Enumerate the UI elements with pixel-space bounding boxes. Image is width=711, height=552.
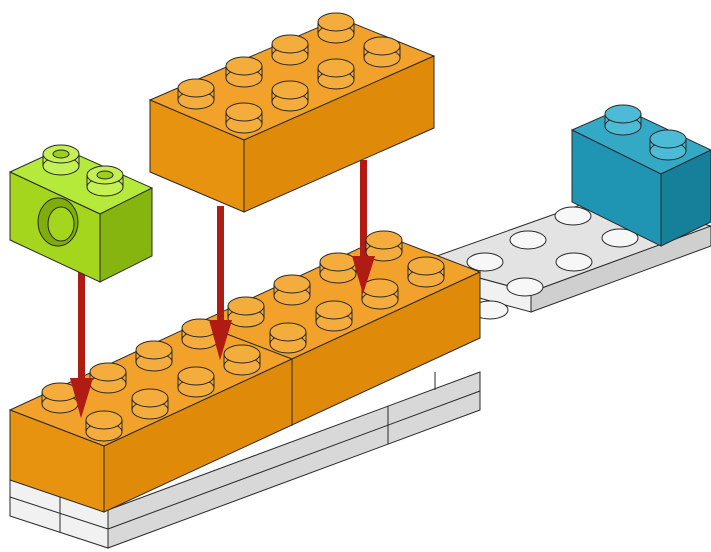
- stud: [361, 278, 399, 310]
- stud: [131, 388, 169, 420]
- stud: [555, 252, 593, 272]
- base-plate-gray: [9, 197, 711, 549]
- stud: [407, 256, 445, 288]
- blue-side: [660, 149, 711, 247]
- stud: [89, 362, 127, 394]
- plate-divider: [107, 390, 481, 530]
- stud: [649, 129, 687, 149]
- stud: [271, 80, 309, 112]
- green-technic-brick-1x2: [8, 144, 154, 283]
- arrow-head: [352, 256, 375, 294]
- stud: [227, 296, 265, 328]
- stud: [506, 277, 544, 297]
- stud: [365, 230, 403, 262]
- arrow-shaft: [217, 206, 224, 326]
- stud: [42, 144, 80, 176]
- stud: [271, 34, 309, 66]
- orange-brick-2x4-falling: [148, 12, 436, 213]
- stud: [317, 58, 355, 90]
- stud: [225, 102, 263, 134]
- green-side: [99, 187, 153, 283]
- stud: [319, 252, 357, 284]
- arrow-shaft: [360, 160, 367, 262]
- plate-studs: [466, 206, 639, 320]
- stud: [177, 78, 215, 110]
- plate-divider: [9, 496, 109, 530]
- blue-brick-1x2: [570, 104, 711, 247]
- stud: [86, 165, 124, 197]
- orange-placed-studs: [41, 230, 445, 442]
- stud: [225, 56, 263, 88]
- stud: [554, 206, 592, 226]
- stud: [466, 252, 504, 272]
- stud: [317, 12, 355, 44]
- stud: [363, 36, 401, 68]
- plate-side-face: [530, 225, 711, 313]
- stud: [315, 300, 353, 332]
- arrow-head: [209, 320, 232, 360]
- stud: [85, 410, 123, 442]
- stud: [604, 104, 642, 124]
- stud: [223, 344, 261, 376]
- arrow-tips: [70, 256, 375, 418]
- stud: [135, 340, 173, 372]
- pin-hole-inner: [47, 206, 75, 242]
- orange-side: [243, 55, 435, 213]
- stud: [273, 274, 311, 306]
- stud: [41, 382, 79, 414]
- stud: [601, 228, 639, 248]
- stud: [509, 230, 547, 250]
- stud: [177, 366, 215, 398]
- stud: [181, 318, 219, 350]
- stud: [269, 322, 307, 354]
- arrow-head: [70, 378, 93, 418]
- arrow-shaft: [78, 270, 85, 382]
